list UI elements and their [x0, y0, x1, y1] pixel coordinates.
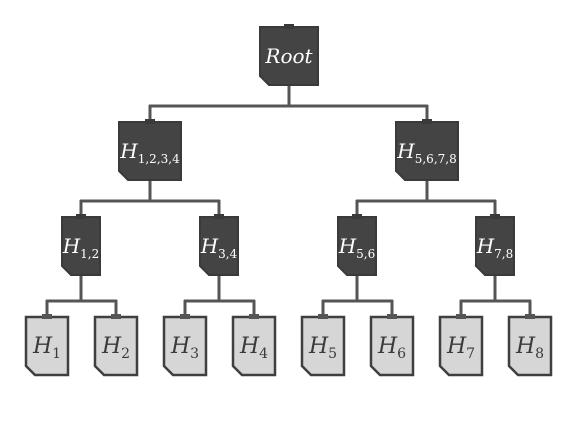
leaf-node-box [231, 315, 277, 377]
leaf-node-1: H1 [24, 314, 70, 377]
node-label-main: H [338, 234, 357, 258]
edges-left-l1 [79, 178, 221, 219]
node-label-main: H [476, 234, 495, 258]
hash-node-box [199, 216, 239, 276]
edges-l2-1 [45, 273, 118, 319]
node-label-main: H [170, 334, 191, 359]
leaf-node-box [93, 315, 139, 377]
node-tab [352, 214, 362, 219]
leaf-node-box [300, 315, 346, 377]
node-label-main: H [396, 139, 415, 163]
node-label: H2 [101, 334, 130, 362]
node-label: H4 [239, 334, 268, 362]
node-tab [76, 214, 86, 219]
hash-node-box [118, 121, 182, 181]
node-label-subscript: 7 [466, 346, 475, 362]
node-label-main: H [377, 334, 398, 359]
node-label-main: H [101, 334, 122, 359]
hash-node-l2-3: H5,6 [337, 214, 377, 276]
node-label-main: H [119, 139, 138, 163]
node-label: H8 [515, 334, 544, 362]
edges-l2-3 [321, 273, 394, 319]
edges-right-l1 [355, 178, 497, 219]
node-label-subscript: 4 [259, 346, 268, 362]
node-label-subscript: 8 [535, 346, 544, 362]
node-label: H5,6 [338, 234, 376, 261]
leaf-node-7: H7 [438, 314, 484, 377]
node-label: H7 [446, 334, 475, 362]
node-label: H1,2 [62, 234, 100, 261]
node-tab [249, 314, 259, 319]
node-label: H7,8 [476, 234, 514, 261]
node-label: H1,2,3,4 [119, 139, 180, 166]
leaf-node-box [162, 315, 208, 377]
node-label-subscript: 3 [190, 346, 199, 362]
node-label: H3 [170, 334, 199, 362]
node-label: H1 [32, 334, 61, 362]
node-label-main: H [515, 334, 536, 359]
leaf-node-2: H2 [93, 314, 139, 377]
hash-node-box [259, 26, 319, 86]
hash-node-l2-4: H7,8 [475, 214, 515, 276]
node-label-subscript: 1,2 [80, 247, 99, 261]
node-tab [456, 314, 466, 319]
leaf-node-box [369, 315, 415, 377]
node-label-subscript: 3,4 [218, 247, 237, 261]
node-label: H5 [308, 334, 337, 362]
node-tab [111, 314, 121, 319]
node-label-main: H [308, 334, 329, 359]
node-label-subscript: 2 [121, 346, 130, 362]
leaf-node-box [24, 315, 70, 377]
leaf-node-8: H8 [507, 314, 553, 377]
node-label-main: Root [264, 44, 313, 68]
node-tab [214, 214, 224, 219]
hash-node-box [61, 216, 101, 276]
leaf-node-4: H4 [231, 314, 277, 377]
leaf-node-6: H6 [369, 314, 415, 377]
node-label: H3,4 [200, 234, 238, 261]
leaf-node-3: H3 [162, 314, 208, 377]
leaf-node-box [438, 315, 484, 377]
edges-l2-4 [459, 273, 532, 319]
hash-node-l2-1: H1,2 [61, 214, 101, 276]
hash-node-box [475, 216, 515, 276]
hash-node-l1-2: H5,6,7,8 [395, 119, 459, 181]
tree-edges [45, 83, 532, 319]
node-tab [490, 214, 500, 219]
node-label-subscript: 5 [328, 346, 337, 362]
hash-node-l2-2: H3,4 [199, 214, 239, 276]
hash-node-box [337, 216, 377, 276]
node-label-subscript: 7,8 [494, 247, 513, 261]
node-tab [422, 119, 432, 124]
node-tab [42, 314, 52, 319]
node-label-subscript: 5,6,7,8 [415, 152, 457, 166]
edges-l2-2 [183, 273, 256, 319]
leaf-node-box [507, 315, 553, 377]
node-label-subscript: 5,6 [356, 247, 375, 261]
node-tab [525, 314, 535, 319]
node-label-subscript: 1,2,3,4 [138, 152, 180, 166]
leaf-node-5: H5 [300, 314, 346, 377]
node-tab [180, 314, 190, 319]
node-label-main: H [200, 234, 219, 258]
node-tab [145, 119, 155, 124]
node-label: H5,6,7,8 [396, 139, 456, 166]
node-tab [318, 314, 328, 319]
hash-node-box [395, 121, 459, 181]
hash-node-l1-1: H1,2,3,4 [118, 119, 182, 181]
node-tab [387, 314, 397, 319]
root-node: Root [259, 24, 319, 86]
node-label: H6 [377, 334, 406, 362]
node-label-main: H [446, 334, 467, 359]
node-label-main: H [62, 234, 81, 258]
node-label-subscript: 1 [52, 346, 61, 362]
node-label-subscript: 6 [397, 346, 406, 362]
node-label-main: H [32, 334, 53, 359]
node-label: Root [264, 44, 313, 68]
edges-root [148, 83, 429, 124]
node-tab [284, 24, 294, 29]
node-label-main: H [239, 334, 260, 359]
